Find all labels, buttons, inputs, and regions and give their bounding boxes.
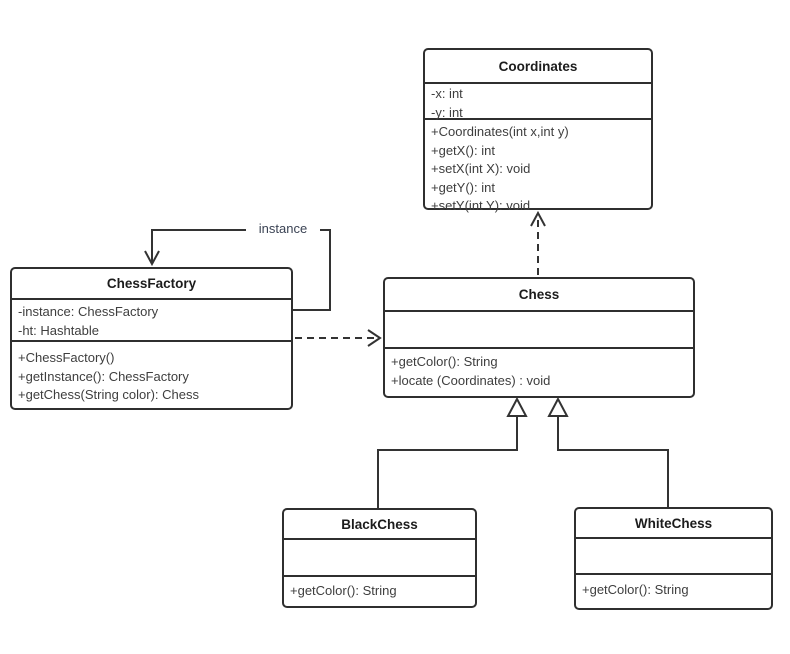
class-title: BlackChess: [284, 510, 475, 540]
class-title: WhiteChess: [576, 509, 771, 539]
hollow-triangle-arrowhead-icon: [506, 396, 528, 417]
class-attribute: -y: int: [431, 104, 463, 120]
class-methods: +Coordinates(int x,int y) +getX(): int +…: [425, 120, 651, 219]
connector-blackchess-to-chess: [377, 415, 518, 508]
class-method: +getChess(String color): Chess: [18, 387, 199, 402]
class-methods: +ChessFactory() +getInstance(): ChessFac…: [12, 342, 291, 408]
class-attributes: -instance: ChessFactory -ht: Hashtable: [12, 300, 291, 342]
open-arrowhead-right-icon: [367, 329, 382, 347]
class-methods: +getColor(): String: [576, 575, 771, 608]
class-attribute: -x: int: [431, 86, 463, 101]
class-box-chessfactory: ChessFactory -instance: ChessFactory -ht…: [10, 267, 293, 410]
class-box-coordinates: Coordinates -x: int -y: int +Coordinates…: [423, 48, 653, 213]
class-method: +getColor(): String: [290, 583, 397, 598]
class-method: +locate (Coordinates) : void: [391, 372, 551, 388]
class-method: +setY(int Y): void: [431, 198, 531, 213]
class-title: Coordinates: [425, 50, 651, 84]
class-attribute: -instance: ChessFactory: [18, 304, 159, 319]
class-method: +setX(int X): void: [431, 161, 531, 176]
class-box-chess: Chess +getColor(): String +locate (Coord…: [383, 277, 695, 398]
class-title: Chess: [385, 279, 693, 312]
class-box-whitechess: WhiteChess +getColor(): String: [574, 507, 773, 610]
class-method: +ChessFactory(): [18, 350, 115, 365]
class-method: +getInstance(): ChessFactory: [18, 368, 189, 384]
class-method: +Coordinates(int x,int y): [431, 124, 569, 139]
class-attributes: [385, 312, 693, 349]
class-method: +getX(): int: [431, 142, 495, 158]
class-method: +getColor(): String: [582, 582, 689, 597]
class-method: +getY(): int: [431, 179, 495, 195]
class-methods: +getColor(): String +locate (Coordinates…: [385, 349, 693, 396]
hollow-triangle-arrowhead-icon: [547, 396, 569, 417]
class-title: ChessFactory: [12, 269, 291, 300]
class-attributes: -x: int -y: int: [425, 84, 651, 120]
class-box-blackchess: BlackChess +getColor(): String: [282, 508, 477, 608]
class-methods: +getColor(): String: [284, 577, 475, 606]
class-attribute: -ht: Hashtable: [18, 322, 99, 338]
class-attributes: [576, 539, 771, 575]
open-arrowhead-down-icon: [144, 250, 160, 267]
connector-whitechess-to-chess: [557, 415, 669, 507]
class-attributes: [284, 540, 475, 577]
association-label-instance: instance: [246, 220, 320, 238]
class-method: +getColor(): String: [391, 354, 498, 369]
